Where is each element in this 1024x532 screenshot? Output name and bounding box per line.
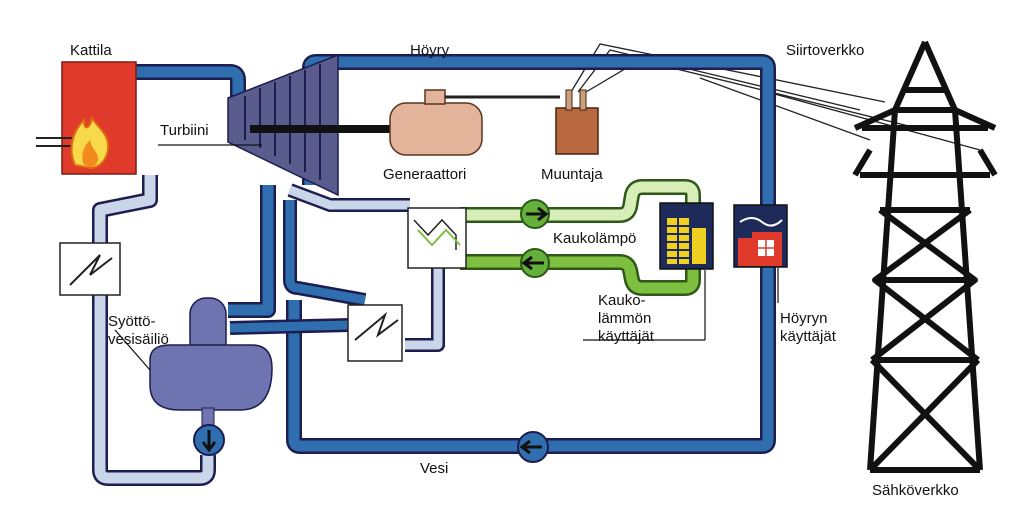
- building-icon: [659, 202, 714, 270]
- turbine-shaft: [250, 125, 395, 133]
- label-feedwater-tank: Syöttö- vesisäiliö: [108, 313, 169, 348]
- pump-district-supply: [520, 199, 550, 229]
- district-heating-pipes: [460, 179, 701, 296]
- label-boiler: Kattila: [70, 42, 112, 59]
- factory-icon: [733, 204, 788, 268]
- boiler: [36, 61, 137, 175]
- economizer: [59, 242, 121, 296]
- heat-exchanger-icon: [407, 207, 467, 269]
- label-district-heat-users: Kauko- lämmön käyttäjät: [598, 292, 654, 345]
- label-electric-grid: Sähköverkko: [872, 482, 959, 499]
- label-turbine: Turbiini: [160, 122, 209, 139]
- pump-water-return: [517, 431, 549, 463]
- pump-district-return: [520, 248, 550, 278]
- boiler-pipes: [92, 64, 445, 486]
- label-water: Vesi: [420, 460, 449, 477]
- feedwater-heater: [347, 304, 403, 362]
- label-steam-users: Höyryn käyttäjät: [780, 310, 836, 345]
- feedwater-tank: [149, 297, 273, 433]
- label-transmission-grid: Siirtoverkko: [786, 42, 865, 59]
- pump-arrow-icon: [193, 424, 225, 456]
- label-transformer: Muuntaja: [541, 166, 603, 183]
- flame-icon: [70, 115, 110, 170]
- label-leaders: [114, 144, 779, 371]
- label-district-heat: Kaukolämpö: [553, 230, 637, 247]
- label-generator: Generaattori: [383, 166, 467, 183]
- label-steam: Höyry: [410, 42, 450, 59]
- transformer: [555, 89, 599, 155]
- power-pylon-icon: [852, 40, 998, 473]
- generator: [389, 89, 560, 156]
